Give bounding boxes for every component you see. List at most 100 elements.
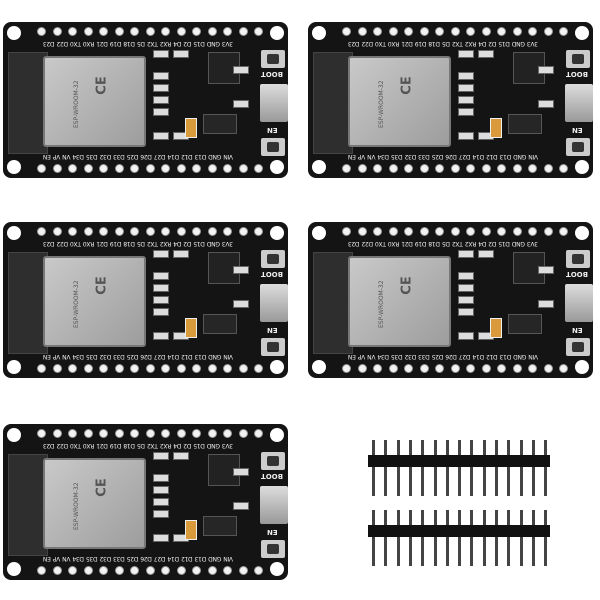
- pin-label: EN: [43, 153, 51, 160]
- pin-hole: [238, 364, 248, 373]
- pin-hole: [512, 164, 522, 173]
- pin-hole: [176, 566, 186, 575]
- pin-label: D34: [72, 153, 85, 160]
- usb-uart-chip: [208, 52, 240, 84]
- smd-component: [458, 296, 474, 304]
- pin-label: D14: [472, 353, 485, 360]
- pin-label: D2: [183, 240, 192, 247]
- pin-hole: [114, 164, 124, 173]
- mounting-hole: [270, 226, 284, 240]
- smd-component: [233, 66, 249, 74]
- header-pin: [482, 510, 486, 566]
- header-pin: [408, 510, 412, 566]
- pin-hole: [543, 27, 553, 36]
- pin-hole: [404, 227, 413, 236]
- smd-component: [233, 502, 249, 510]
- pin-label: D25: [126, 555, 139, 562]
- ce-mark: CE: [399, 76, 415, 95]
- boot-label: BOOT: [566, 70, 589, 78]
- voltage-regulator: [203, 516, 237, 536]
- pin-hole: [52, 566, 62, 575]
- micro-usb-port: [260, 486, 288, 524]
- pin-label: D33: [113, 353, 125, 360]
- en-label: EN: [267, 326, 278, 334]
- en-button: [261, 138, 285, 156]
- header-pin: [531, 510, 535, 566]
- smd-component: [153, 96, 169, 104]
- pin-hole: [559, 364, 568, 373]
- mounting-hole: [7, 26, 21, 40]
- pin-label: D22: [56, 442, 69, 449]
- smd-component: [233, 468, 249, 476]
- pin-hole: [450, 27, 460, 36]
- pin-label: TX2: [452, 240, 463, 247]
- pin-label: 3V3: [222, 240, 233, 247]
- pin-hole: [512, 364, 522, 373]
- smd-component: [458, 132, 474, 140]
- smd-component: [538, 100, 554, 108]
- pin-hole: [373, 364, 382, 373]
- pin-hole: [161, 364, 170, 373]
- pin-label: D19: [110, 240, 122, 247]
- smd-component: [153, 332, 169, 340]
- pin-hole: [543, 227, 553, 236]
- pin-hole: [512, 227, 522, 236]
- pin-label: D27: [459, 353, 471, 360]
- tantalum-capacitor: [490, 118, 502, 138]
- voltage-regulator: [508, 114, 542, 134]
- pin-label: D13: [499, 153, 512, 160]
- pin-hole: [52, 164, 62, 173]
- pin-hole: [161, 27, 170, 36]
- pin-label: D15: [498, 240, 510, 247]
- ce-mark: CE: [94, 76, 110, 95]
- boot-button: [261, 50, 285, 68]
- pin-label: D27: [459, 153, 471, 160]
- smd-component: [538, 300, 554, 308]
- smd-component: [153, 296, 169, 304]
- smd-component: [153, 84, 169, 92]
- pin-hole: [435, 364, 444, 373]
- pin-hole: [559, 27, 568, 36]
- pin-hole: [254, 429, 263, 438]
- pin-hole: [161, 429, 170, 438]
- pin-label: D18: [428, 240, 440, 247]
- pin-label: D13: [194, 153, 207, 160]
- en-button: [261, 540, 285, 558]
- pcb-antenna: [8, 252, 48, 354]
- pin-label: D34: [377, 153, 390, 160]
- pin-hole: [130, 227, 139, 236]
- pin-hole: [481, 227, 491, 236]
- pin-hole: [223, 164, 232, 173]
- pin-label: RX0: [388, 40, 400, 47]
- pin-label: D34: [377, 353, 390, 360]
- smd-component: [478, 250, 494, 258]
- pin-hole: [543, 164, 553, 173]
- boot-label: BOOT: [261, 472, 284, 480]
- pin-hole: [388, 164, 398, 173]
- pin-hole: [481, 164, 491, 173]
- smd-component: [153, 534, 169, 542]
- pin-hole: [99, 164, 108, 173]
- pin-hole: [559, 164, 568, 173]
- pin-hole: [37, 27, 46, 36]
- smd-component: [538, 66, 554, 74]
- header-pin: [470, 510, 474, 566]
- ce-mark: CE: [94, 276, 110, 295]
- pin-hole: [435, 27, 444, 36]
- pin-hole: [52, 27, 62, 36]
- smd-component: [173, 250, 189, 258]
- pin-label: VP: [53, 153, 61, 160]
- pin-hole: [388, 364, 398, 373]
- smd-component: [458, 308, 474, 316]
- pin-label: D23: [43, 442, 55, 449]
- smd-component: [153, 108, 169, 116]
- pin-hole: [357, 364, 367, 373]
- smd-component: [153, 50, 169, 58]
- pin-hole: [207, 364, 217, 373]
- pin-hole: [83, 164, 93, 173]
